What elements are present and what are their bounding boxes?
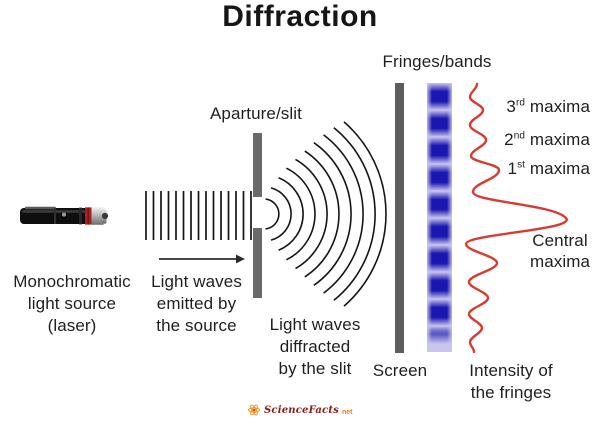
source-label: Monochromatic light source (laser) bbox=[13, 272, 131, 335]
maxima-3rd-label: 3rd maxima bbox=[506, 97, 590, 116]
page-title: Diffraction bbox=[222, 0, 378, 33]
central-maxima-label: Central maxima bbox=[529, 231, 591, 271]
logo-brand-text: ScienceFacts bbox=[264, 404, 339, 416]
sciencefacts-logo: ScienceFacts net bbox=[247, 403, 352, 417]
intensity-curve bbox=[464, 82, 568, 354]
diffracted-wavefronts bbox=[265, 121, 387, 307]
aperture-barrier-bottom bbox=[253, 228, 262, 298]
atom-icon bbox=[247, 404, 261, 416]
maxima-1st-label: 1st maxima bbox=[507, 159, 590, 178]
laser-tip bbox=[91, 207, 104, 225]
logo-tld-text: net bbox=[341, 409, 353, 416]
screen-bar bbox=[395, 83, 404, 353]
screen-label: Screen bbox=[372, 361, 428, 380]
fringe-pattern bbox=[427, 83, 452, 352]
laser-aperture-dot bbox=[101, 212, 109, 220]
maxima-2nd-label: 2nd maxima bbox=[504, 130, 590, 149]
aperture-barrier-top bbox=[253, 133, 262, 197]
laser-button bbox=[62, 212, 66, 217]
diffracted-waves-label: Light waves diffracted by the slit bbox=[269, 315, 361, 378]
fringes-label: Fringes/bands bbox=[382, 52, 492, 71]
wavefront-lines bbox=[145, 191, 252, 240]
aperture-label: Aparture/slit bbox=[209, 104, 302, 123]
laser-clip bbox=[25, 206, 56, 210]
intensity-label: Intensity of the fringes bbox=[469, 361, 553, 402]
emitted-waves-label: Light waves emitted by the source bbox=[151, 272, 242, 335]
laser-pointer-illustration bbox=[20, 206, 109, 225]
propagation-arrow-icon bbox=[159, 254, 245, 264]
